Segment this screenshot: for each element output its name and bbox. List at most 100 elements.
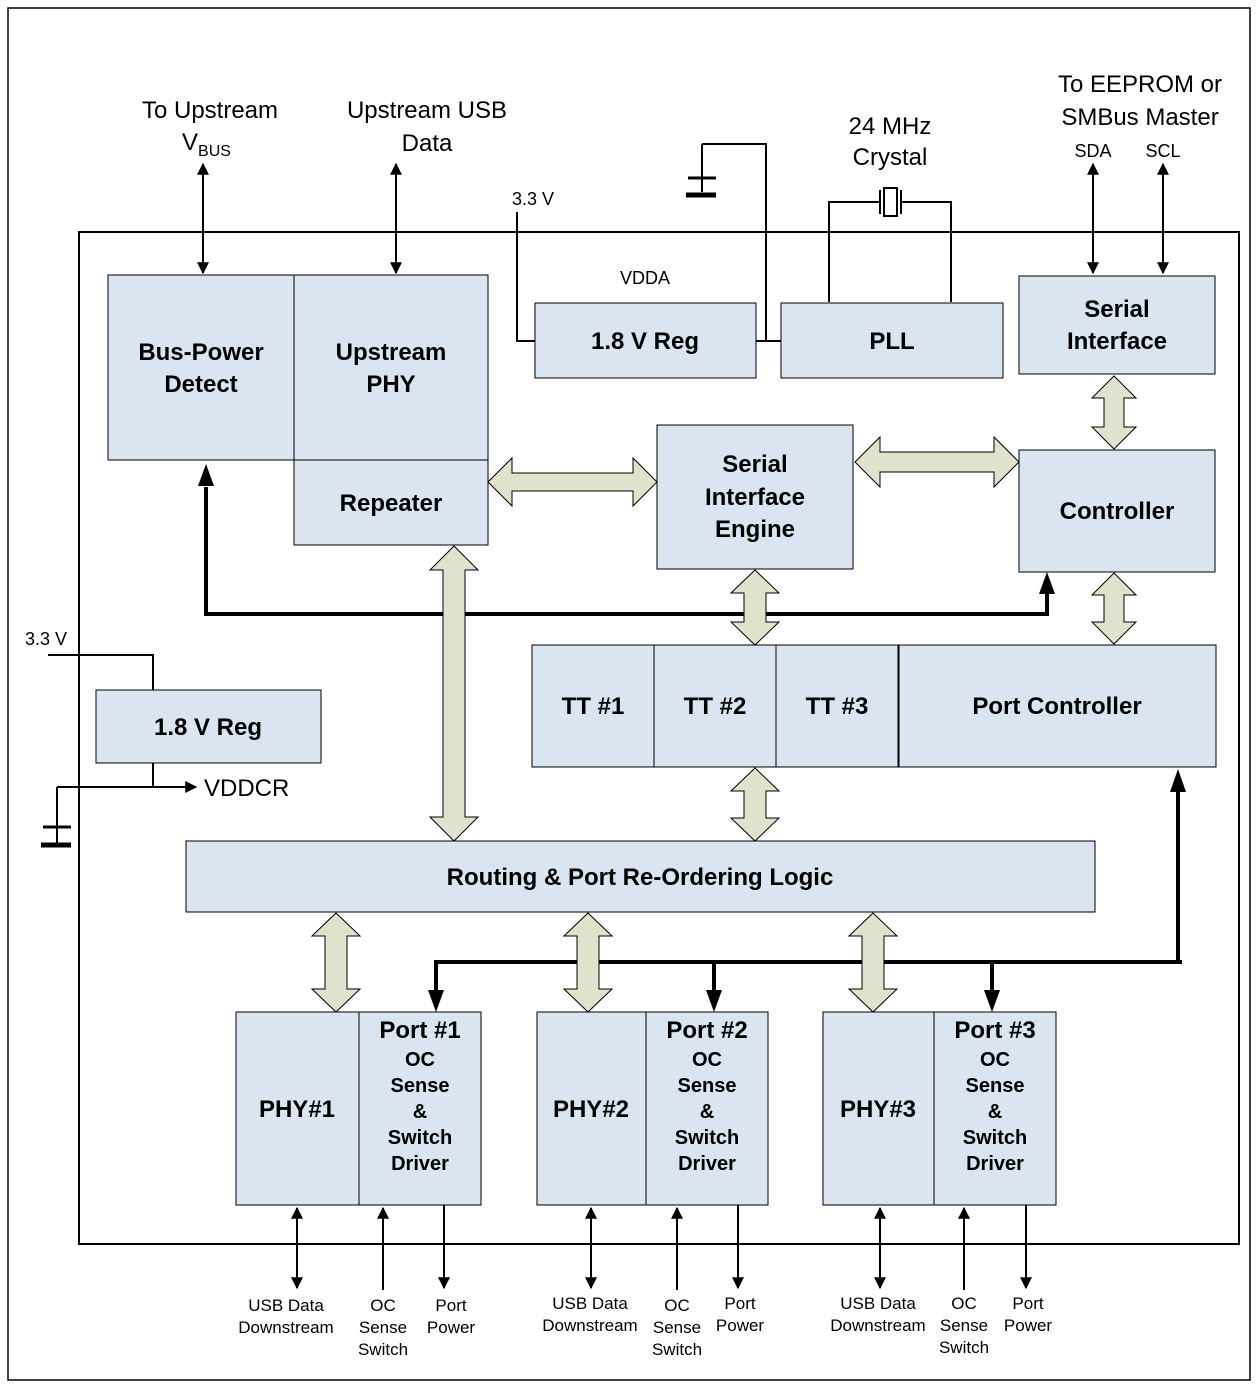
- tt1-block: [531, 644, 655, 768]
- port1-power-label-2: Power: [427, 1318, 476, 1337]
- vbus-label: VBUS: [182, 129, 231, 160]
- port1-text-0: Port #1: [379, 1017, 460, 1044]
- serial-interface-block: [1018, 275, 1216, 375]
- port-controller-text: Port Controller: [972, 693, 1141, 720]
- phy3-text: PHY#3: [840, 1096, 916, 1123]
- vdda-regulator-text: 1.8 V Reg: [591, 328, 699, 355]
- port1-oc-label-1: OC: [370, 1296, 396, 1315]
- controller-text: Controller: [1060, 498, 1175, 525]
- port1-text-4: Switch: [388, 1127, 452, 1149]
- port-enable-bus: [434, 960, 1180, 990]
- port3-text-4: Switch: [963, 1127, 1027, 1149]
- upstream-phy-text-1: Upstream: [336, 339, 447, 366]
- port2-power-label-2: Power: [716, 1316, 765, 1335]
- phy3-block: [822, 1011, 935, 1206]
- sie-text-2: Interface: [705, 484, 805, 511]
- v33-left-wire: [48, 654, 154, 690]
- routing-phy1-bus: [310, 912, 362, 1013]
- port2-enable-head: [706, 990, 722, 1012]
- sie-block: [656, 424, 854, 570]
- controller-portctrl-bus: [1090, 572, 1138, 645]
- port3-usb-label-1: USB Data: [840, 1294, 916, 1313]
- repeater-block: [293, 459, 489, 546]
- tt3-text: TT #3: [806, 693, 869, 720]
- port3-text-2: Sense: [966, 1075, 1025, 1097]
- repeater-sie-bus: [487, 456, 658, 508]
- vddcr-label: VDDCR: [204, 775, 289, 802]
- port2-usb-label-1: USB Data: [552, 1294, 628, 1313]
- chip-boundary: [78, 231, 1240, 1245]
- page-frame: [7, 7, 1251, 1381]
- tt2-block: [653, 644, 777, 768]
- tt1-text: TT #1: [562, 693, 625, 720]
- port1-text-5: Driver: [391, 1153, 449, 1175]
- routing-logic-text: Routing & Port Re-Ordering Logic: [447, 864, 834, 891]
- bus-power-text-2: Detect: [164, 371, 237, 398]
- port1-usb-label-2: Downstream: [238, 1318, 333, 1337]
- phy2-text: PHY#2: [553, 1096, 629, 1123]
- scl-label: SCL: [1145, 141, 1180, 161]
- controller-control-head: [1039, 572, 1055, 594]
- vdda-regulator-block: [534, 302, 757, 379]
- bus-power-control-head: [198, 464, 214, 486]
- port2-text-3: &: [700, 1101, 714, 1123]
- upstream-usb-label-1: Upstream USB: [347, 97, 507, 124]
- crystal-wire-left: [828, 201, 880, 302]
- pll-block: [780, 302, 1004, 379]
- upstream-phy-text-2: PHY: [366, 371, 415, 398]
- core-regulator-text: 1.8 V Reg: [154, 714, 262, 741]
- phy2-block: [536, 1011, 647, 1206]
- vdda-cap-wire: [702, 143, 767, 341]
- port1-usb-label-1: USB Data: [248, 1296, 324, 1315]
- repeater-routing-bus: [428, 545, 480, 842]
- port1-oc-label-2: Sense: [359, 1318, 407, 1337]
- crystal-body: [883, 187, 898, 217]
- core-regulator-block: [95, 689, 322, 764]
- port-controller-block: [898, 644, 1217, 768]
- port2-usb-label-2: Downstream: [542, 1316, 637, 1335]
- tt-routing-bus: [729, 767, 781, 842]
- port3-oc-label-2: Sense: [940, 1316, 988, 1335]
- port3-power-label-2: Power: [1004, 1316, 1053, 1335]
- crystal-wire-right: [901, 201, 952, 302]
- port2-text-0: Port #2: [666, 1017, 747, 1044]
- port2-oc-label-2: Sense: [653, 1318, 701, 1337]
- phy1-block: [235, 1011, 360, 1206]
- port3-text-1: OC: [980, 1049, 1010, 1071]
- serial-interface-text-1: Serial: [1084, 296, 1149, 323]
- serial-controller-bus: [1090, 375, 1138, 450]
- port1-text-1: OC: [405, 1049, 435, 1071]
- v33-top-wire: [516, 212, 535, 342]
- port2-oc-label-1: OC: [664, 1296, 690, 1315]
- vddcr-arrow: [152, 763, 198, 793]
- vdda-label: VDDA: [620, 268, 670, 288]
- port3-enable-head: [984, 990, 1000, 1012]
- oc-feedback-line: [1176, 792, 1182, 964]
- routing-logic-block: [185, 840, 1096, 913]
- port1-text-3: &: [413, 1101, 427, 1123]
- port3-text-0: Port #3: [954, 1017, 1035, 1044]
- port2-text-1: OC: [692, 1049, 722, 1071]
- tt2-text: TT #2: [684, 693, 747, 720]
- serial-interface-text-2: Interface: [1067, 328, 1167, 355]
- sie-text-3: Engine: [715, 516, 795, 543]
- port2-text-5: Driver: [678, 1153, 736, 1175]
- port3-usb-label-2: Downstream: [830, 1316, 925, 1335]
- repeater-text: Repeater: [340, 490, 443, 517]
- eeprom-label-1: To EEPROM or: [1058, 71, 1222, 98]
- sie-text-1: Serial: [722, 451, 787, 478]
- upstream-phy-block: [293, 274, 489, 461]
- port3-text-3: &: [988, 1101, 1002, 1123]
- port2-power-label-1: Port: [724, 1294, 755, 1313]
- tt3-block: [775, 644, 899, 768]
- phy1-text: PHY#1: [259, 1096, 335, 1123]
- port3-block: [933, 1011, 1057, 1206]
- port1-power-label-1: Port: [435, 1296, 466, 1315]
- upstream-usb-label-2: Data: [402, 130, 453, 157]
- bus-power-detect-block: [107, 274, 295, 461]
- port3-oc-label-1: OC: [951, 1294, 977, 1313]
- crystal-label-2: Crystal: [853, 144, 928, 171]
- bus-power-text-1: Bus-Power: [138, 339, 263, 366]
- port3-oc-label-3: Switch: [939, 1338, 989, 1357]
